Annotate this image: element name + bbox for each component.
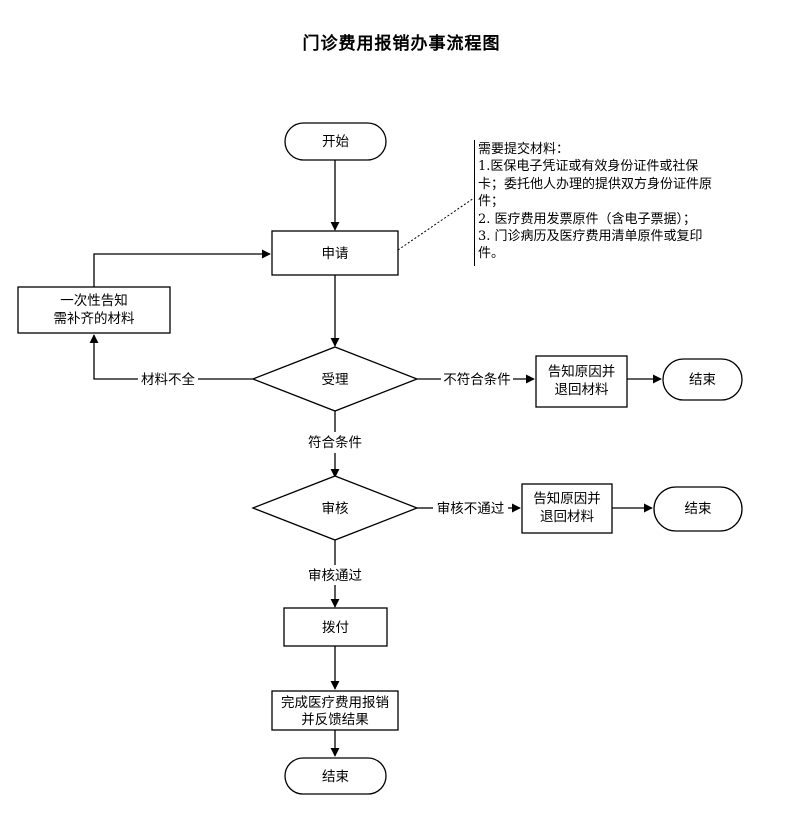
page-title: 门诊费用报销办事流程图	[302, 34, 501, 54]
note-line: 2. 医疗费用发票原件（含电子票据）；	[478, 211, 697, 227]
review-label: 审核	[322, 501, 349, 517]
start-label: 开始	[322, 134, 349, 150]
reject-notice-1-node	[535, 355, 628, 408]
complete-node	[271, 690, 399, 731]
reject-notice-2-label-2: 退回材料	[540, 509, 594, 525]
note-line: 卡；委托他人办理的提供双方身份证件原	[478, 176, 713, 192]
note-leader-line	[397, 197, 475, 251]
apply-label: 申请	[322, 246, 349, 262]
payment-node	[283, 607, 388, 647]
accept-decision	[251, 346, 419, 412]
end-2-label: 结束	[685, 501, 713, 517]
note-line: 3. 门诊病历及医疗费用清单原件或复印	[478, 229, 703, 245]
notify-missing-label-2: 需补齐的材料	[54, 311, 135, 327]
edge-label-review-fail: 审核不通过	[437, 501, 505, 517]
note-line: 件；	[478, 194, 505, 210]
end-final-label: 结束	[322, 769, 349, 785]
edge-incomplete-to-notify	[89, 334, 138, 380]
note-line: 需要提交材料：	[478, 142, 570, 157]
end-1-node	[662, 358, 743, 401]
payment-label: 拨付	[322, 620, 349, 636]
end-final-node	[284, 757, 387, 795]
notify-missing-node	[17, 286, 171, 334]
reject-notice-2-label-1: 告知原因并	[533, 490, 601, 507]
review-decision	[251, 475, 419, 541]
edge-label-qualified: 符合条件	[308, 434, 362, 451]
edge-label-review-pass: 审核通过	[308, 568, 362, 584]
complete-label-1: 完成医疗费用报销	[281, 695, 389, 711]
notify-missing-label-1: 一次性告知	[60, 292, 128, 309]
accept-label: 受理	[322, 372, 349, 388]
end-1-label: 结束	[689, 372, 717, 388]
end-2-node	[653, 486, 743, 532]
required-materials-note: 需要提交材料： 1.医保电子凭证或有效身份证件或社保 卡；委托他人办理的提供双方…	[474, 140, 744, 266]
note-line: 件。	[478, 246, 505, 262]
start-node	[284, 122, 387, 161]
reject-notice-1-label-1: 告知原因并	[548, 363, 616, 380]
connectors	[89, 160, 662, 757]
edge-label-not-qualified: 不符合条件	[443, 371, 511, 388]
complete-label-2: 并反馈结果	[301, 712, 369, 728]
edge-label-incomplete: 材料不全	[141, 371, 195, 388]
apply-node	[271, 230, 399, 276]
reject-notice-2-node	[521, 483, 613, 534]
reject-notice-1-label-2: 退回材料	[555, 382, 609, 398]
note-line: 1.医保电子凭证或有效身份证件或社保	[478, 159, 699, 175]
edge-notify-to-apply	[93, 249, 271, 287]
